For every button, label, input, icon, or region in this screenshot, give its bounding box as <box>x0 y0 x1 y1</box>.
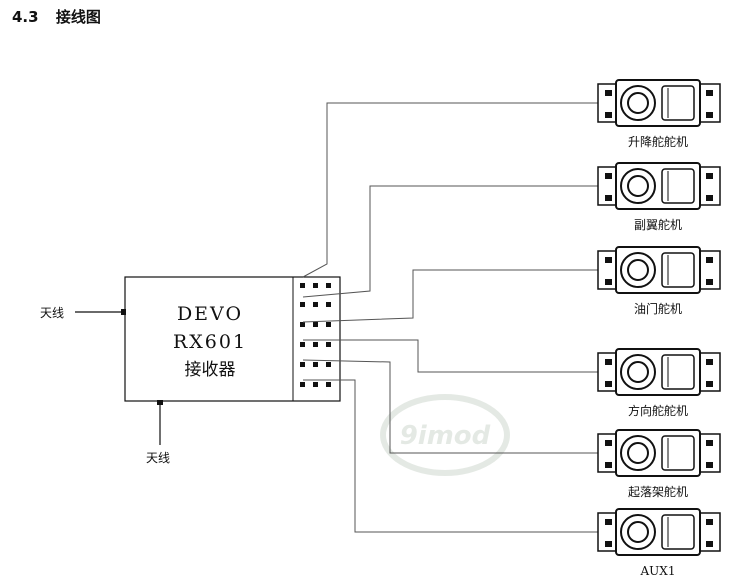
servo-screw-hole <box>706 440 713 446</box>
servo-screw-hole <box>605 462 612 468</box>
port-pin <box>300 362 305 367</box>
servo-screw-hole <box>605 519 612 525</box>
port-pin <box>313 322 318 327</box>
servo-horn-inner <box>627 259 649 281</box>
servo-screw-hole <box>605 440 612 446</box>
section-heading: 4.3 接线图 <box>12 6 101 27</box>
antenna-connector-left <box>121 309 126 315</box>
servo-4: 方向舵舵机 <box>597 348 721 418</box>
antenna-label-left: 天线 <box>40 306 64 320</box>
servo-panel <box>661 252 695 288</box>
servo-panel <box>661 354 695 390</box>
servo-panel <box>661 435 695 471</box>
servo-screw-hole <box>605 359 612 365</box>
port-pin <box>300 283 305 288</box>
servo-horn-inner <box>627 361 649 383</box>
servo-screw-hole <box>605 112 612 118</box>
port-pin <box>313 283 318 288</box>
wire-servo-2 <box>302 185 598 298</box>
servo-horn-inner <box>627 92 649 114</box>
port-pin <box>313 342 318 347</box>
servo-screw-hole <box>706 541 713 547</box>
port-pin <box>300 342 305 347</box>
antenna-connector-bottom <box>157 400 163 405</box>
section-title: 接线图 <box>55 8 101 26</box>
watermark: 9imod <box>380 394 510 476</box>
receiver-ports <box>300 283 331 387</box>
servo-panel <box>661 514 695 550</box>
port-pin <box>326 283 331 288</box>
servo-panel <box>661 168 695 204</box>
servo-screw-hole <box>605 381 612 387</box>
servo-screw-hole <box>605 173 612 179</box>
port-pin <box>326 362 331 367</box>
servo-screw-hole <box>706 279 713 285</box>
wire-servo-4 <box>303 339 598 373</box>
servo-label: 起落架舵机 <box>628 484 688 499</box>
servo-horn-inner <box>627 442 649 464</box>
servo-3: 油门舵机 <box>597 246 721 316</box>
port-pin <box>313 302 318 307</box>
servo-screw-hole <box>706 462 713 468</box>
port-pin <box>326 322 331 327</box>
wire-servo-3 <box>302 269 598 323</box>
servo-label: 油门舵机 <box>634 301 682 316</box>
wire-servo-5 <box>302 359 598 454</box>
port-pin <box>313 382 318 387</box>
port-pin <box>300 382 305 387</box>
port-pin <box>300 302 305 307</box>
servo-screw-hole <box>706 195 713 201</box>
servo-panel <box>661 85 695 121</box>
servo-screw-hole <box>605 541 612 547</box>
servo-label: 方向舵舵机 <box>628 403 688 418</box>
servo-screw-hole <box>605 279 612 285</box>
wire-servo-1 <box>302 102 598 278</box>
servo-horn-inner <box>627 175 649 197</box>
servo-wires <box>302 102 598 533</box>
section-number: 4.3 <box>12 8 39 26</box>
receiver-type-label: 接收器 <box>185 360 236 380</box>
servo-screw-hole <box>706 519 713 525</box>
servo-label: 升降舵舵机 <box>628 134 688 149</box>
servo-screw-hole <box>706 112 713 118</box>
servo-screw-hole <box>706 173 713 179</box>
port-pin <box>326 382 331 387</box>
servo-1: 升降舵舵机 <box>597 79 721 149</box>
servo-screw-hole <box>706 381 713 387</box>
receiver-model-line1: DEVO <box>177 303 243 325</box>
servo-horn-inner <box>627 521 649 543</box>
wire-servo-6 <box>303 379 598 533</box>
port-pin <box>313 362 318 367</box>
watermark-text: 9imod <box>400 421 491 451</box>
receiver-model-line2: RX601 <box>173 331 247 353</box>
servo-label: 副翼舵机 <box>634 217 682 232</box>
port-pin <box>300 322 305 327</box>
antenna-label-bottom: 天线 <box>146 451 170 465</box>
port-pin <box>326 342 331 347</box>
port-pin <box>326 302 331 307</box>
servo-screw-hole <box>706 359 713 365</box>
servo-screw-hole <box>605 257 612 263</box>
servo-label: AUX1 <box>640 564 676 578</box>
servo-5: 起落架舵机 <box>597 429 721 499</box>
servo-screw-hole <box>605 90 612 96</box>
servo-6: AUX1 <box>597 508 721 578</box>
servo-2: 副翼舵机 <box>597 162 721 232</box>
servo-screw-hole <box>605 195 612 201</box>
servo-screw-hole <box>706 257 713 263</box>
servo-screw-hole <box>706 90 713 96</box>
